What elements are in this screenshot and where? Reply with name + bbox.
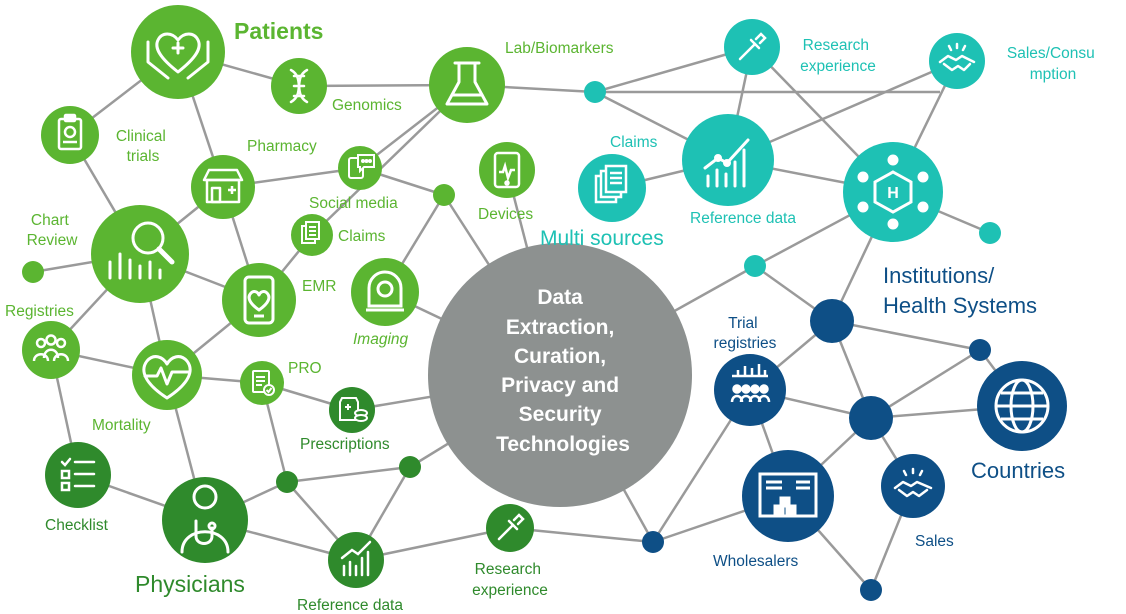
handshake-icon bbox=[893, 467, 933, 498]
svg-text:H: H bbox=[887, 185, 899, 202]
label-emr: EMR bbox=[302, 278, 336, 295]
label-genomics: Genomics bbox=[332, 97, 402, 114]
label-devices: Devices bbox=[478, 206, 533, 223]
node-research-experience-top bbox=[724, 19, 780, 75]
label-research-experience-bottom: Research experience bbox=[472, 561, 548, 599]
node-patients bbox=[131, 5, 225, 99]
tablet-device-icon bbox=[493, 151, 521, 189]
node-physicians bbox=[162, 477, 248, 563]
label-reference-data-bottom: Reference data bbox=[297, 597, 403, 614]
globe-icon bbox=[994, 378, 1050, 434]
node-institutions: H bbox=[843, 142, 943, 242]
label-imaging: Imaging bbox=[353, 331, 409, 348]
node-lab-biomarkers bbox=[429, 47, 505, 123]
people-group-icon bbox=[32, 334, 70, 362]
node-social-media bbox=[338, 146, 382, 190]
documents-icon bbox=[301, 221, 320, 244]
label-pro: PRO bbox=[288, 360, 322, 377]
label-lab-biomarkers: Lab/Biomarkers bbox=[505, 40, 614, 57]
node-claims-small bbox=[291, 214, 333, 256]
node-research-experience-bottom bbox=[486, 504, 534, 552]
group-title-physicians: Physicians bbox=[135, 571, 245, 597]
group-title-patients: Patients bbox=[234, 18, 323, 44]
dna-icon bbox=[289, 68, 309, 104]
mri-scanner-icon bbox=[366, 270, 404, 312]
audience-icon bbox=[730, 364, 771, 403]
label-social-media: Social media bbox=[309, 195, 398, 212]
group-title-multi-sources: Multi sources bbox=[540, 227, 664, 250]
label-pharmacy: Pharmacy bbox=[247, 138, 317, 155]
checklist-icon bbox=[60, 457, 96, 492]
label-registries: Registries bbox=[5, 303, 74, 320]
node-sales bbox=[881, 454, 945, 518]
node-reference-data-bottom bbox=[328, 532, 384, 588]
label-clinical-trials: Clinical trials bbox=[116, 128, 170, 165]
pill-bottle-icon bbox=[339, 397, 368, 422]
label-wholesalers: Wholesalers bbox=[713, 553, 799, 570]
center-hub-text: Data Extraction, Curation, Privacy and S… bbox=[496, 286, 630, 456]
pharmacy-store-icon bbox=[202, 168, 244, 204]
checklist-badge-icon bbox=[252, 370, 275, 396]
magnifier-chart-icon bbox=[108, 221, 175, 280]
label-trial-registries: Trial registries bbox=[714, 315, 777, 352]
node-registries bbox=[22, 321, 80, 379]
label-checklist: Checklist bbox=[45, 517, 109, 534]
node-checklist bbox=[45, 442, 111, 508]
label-prescriptions: Prescriptions bbox=[300, 436, 390, 453]
chat-bubble-icon bbox=[348, 154, 375, 179]
heart-hands-icon bbox=[146, 32, 210, 80]
group-title-countries: Countries bbox=[971, 458, 1065, 483]
label-sales-consumption: Sales/Consu mption bbox=[1007, 45, 1099, 83]
node-pharmacy bbox=[191, 155, 255, 219]
label-claims-teal: Claims bbox=[610, 134, 658, 151]
node-imaging bbox=[351, 258, 419, 326]
node-emr bbox=[222, 263, 296, 337]
node-countries bbox=[977, 361, 1067, 451]
node-chart-review bbox=[91, 205, 189, 303]
node-claims-teal bbox=[578, 154, 646, 222]
node-pro bbox=[240, 361, 284, 405]
label-chart-review: Chart Review bbox=[27, 212, 79, 249]
handshake-icon bbox=[938, 42, 976, 72]
growth-chart-icon bbox=[703, 138, 750, 188]
pipette-icon bbox=[738, 32, 767, 61]
growth-chart-icon bbox=[340, 540, 372, 577]
clipboard-icon bbox=[57, 113, 83, 151]
node-sales-consumption bbox=[929, 33, 985, 89]
flask-icon bbox=[445, 61, 489, 106]
label-mortality: Mortality bbox=[92, 417, 151, 434]
node-prescriptions bbox=[329, 387, 375, 433]
node-mortality bbox=[132, 340, 202, 410]
node-clinical-trials bbox=[41, 106, 99, 164]
heartbeat-icon bbox=[142, 355, 192, 400]
doctor-icon bbox=[180, 484, 230, 554]
phone-heart-icon bbox=[243, 275, 275, 325]
center-hub: Data Extraction, Curation, Privacy and S… bbox=[428, 243, 692, 507]
warehouse-icon bbox=[758, 472, 818, 518]
node-genomics bbox=[271, 58, 327, 114]
node-devices bbox=[479, 142, 535, 198]
node-wholesalers bbox=[742, 450, 834, 542]
node-trial-registries bbox=[714, 354, 786, 426]
label-sales: Sales bbox=[915, 533, 954, 550]
pipette-icon bbox=[497, 513, 525, 541]
label-research-experience-top: Research experience bbox=[800, 37, 876, 75]
documents-icon bbox=[594, 164, 628, 204]
node-reference-data-teal bbox=[682, 114, 774, 206]
group-title-institutions: Institutions/ Health Systems bbox=[883, 263, 1037, 318]
label-reference-data-teal: Reference data bbox=[690, 210, 796, 227]
label-claims-small: Claims bbox=[338, 228, 386, 245]
hospital-network-icon: H bbox=[857, 154, 929, 230]
connector-dots bbox=[22, 81, 1001, 601]
